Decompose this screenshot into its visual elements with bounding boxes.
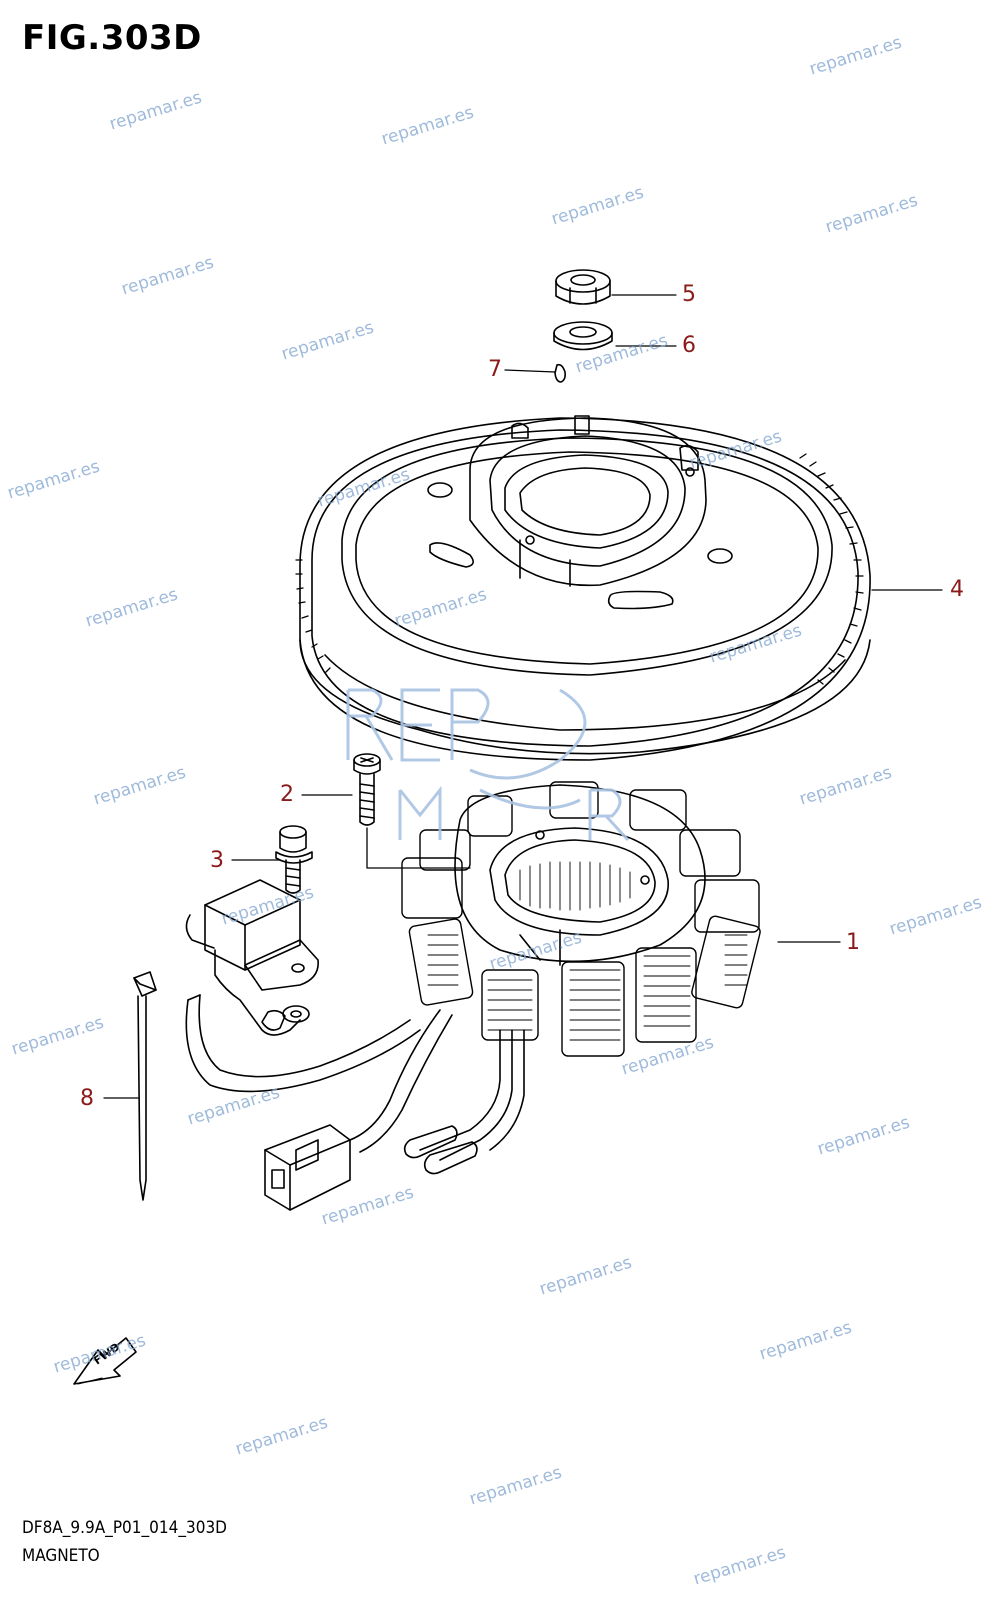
part-harness — [185, 994, 525, 1211]
callout-1: 1 — [846, 930, 860, 955]
callout-2: 2 — [280, 782, 294, 807]
callout-6: 6 — [682, 333, 696, 358]
part-key — [554, 363, 566, 383]
fwd-arrow-icon — [73, 1337, 137, 1385]
callout-7: 7 — [488, 357, 502, 382]
leader-lines — [103, 294, 943, 1099]
part-pulser-coil — [185, 879, 319, 1036]
part-nut — [555, 269, 611, 305]
part-stator — [401, 781, 761, 1057]
part-cable-tie — [133, 971, 157, 1201]
figure-name: MAGNETO — [22, 1546, 100, 1566]
repamar-logo — [346, 688, 630, 842]
figure-title: FIG.303D — [22, 18, 202, 58]
part-screw — [353, 753, 471, 869]
callout-5: 5 — [682, 282, 696, 307]
callout-8: 8 — [80, 1086, 94, 1111]
part-bolt — [275, 825, 313, 894]
part-flywheel — [295, 415, 871, 761]
part-washer — [553, 321, 613, 351]
callout-3: 3 — [210, 848, 224, 873]
callout-4: 4 — [950, 577, 964, 602]
figure-code: DF8A_9.9A_P01_014_303D — [22, 1518, 227, 1538]
